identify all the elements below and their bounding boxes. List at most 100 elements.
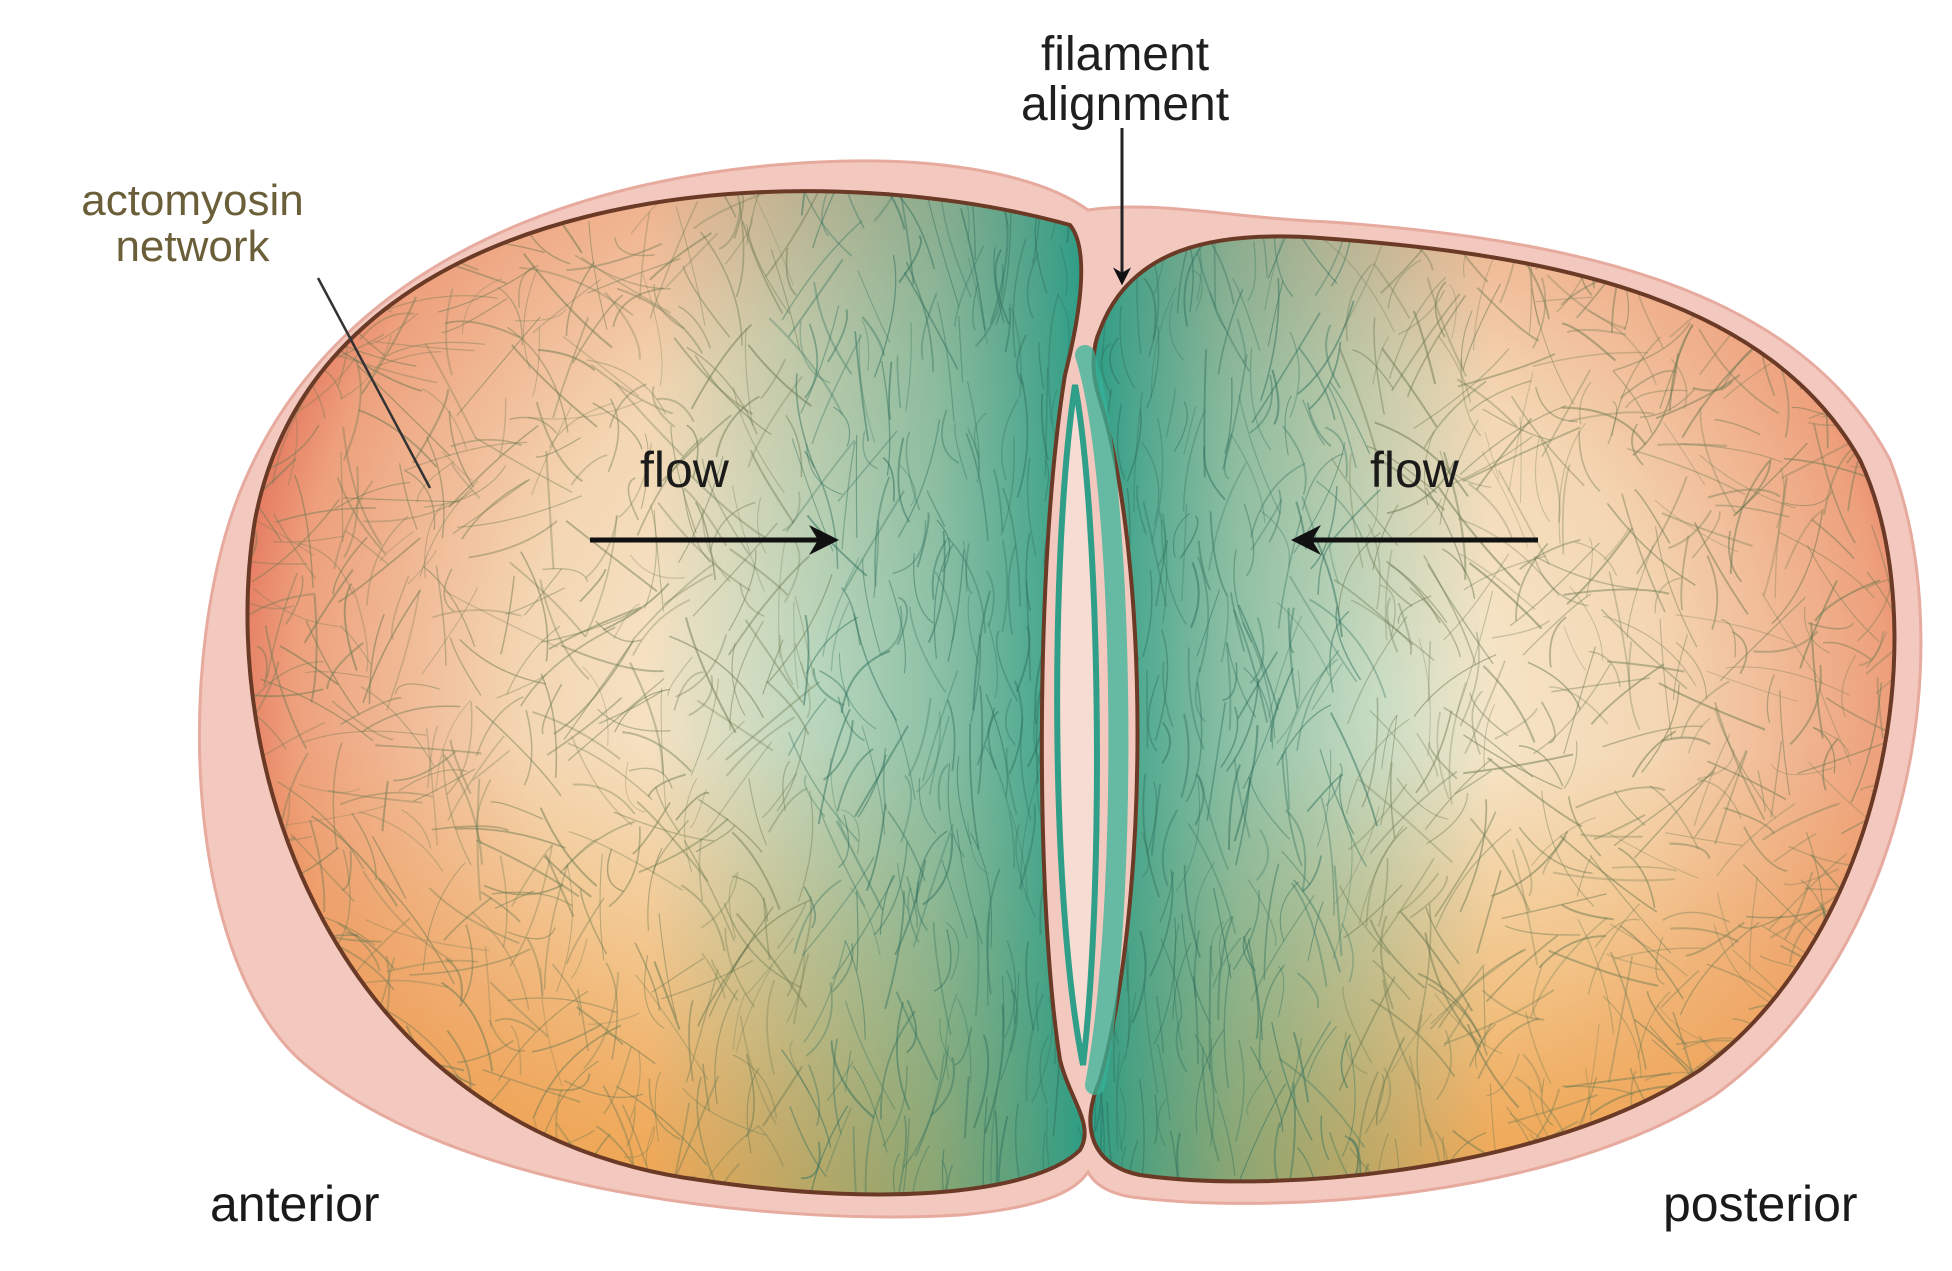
actin-filament	[1435, 828, 1512, 928]
actin-filament	[1396, 777, 1449, 820]
actin-filament	[1143, 983, 1159, 1094]
actin-filament	[1264, 236, 1306, 311]
actin-filament	[905, 322, 912, 412]
actin-filament	[457, 1039, 514, 1064]
actin-filament	[838, 814, 850, 868]
actin-filament	[735, 912, 808, 1008]
actin-filament	[1116, 403, 1126, 480]
actin-filament	[1194, 773, 1205, 826]
actin-filament	[1375, 1036, 1406, 1126]
actin-filament	[303, 569, 354, 644]
actin-filament	[1443, 1003, 1470, 1047]
actin-filament	[965, 543, 973, 595]
actin-filament	[674, 1102, 690, 1176]
actin-filament	[1325, 762, 1343, 807]
actin-filament	[1187, 822, 1237, 935]
actin-filament	[1762, 476, 1789, 596]
actin-filament	[966, 381, 980, 470]
actin-filament	[514, 308, 567, 322]
actin-filament	[804, 323, 819, 399]
actin-filament	[1613, 771, 1716, 847]
actin-filament	[813, 281, 853, 375]
actin-filament	[794, 595, 814, 677]
actin-filament	[336, 477, 387, 555]
actin-filament	[1293, 879, 1341, 973]
actin-filament	[247, 688, 324, 698]
actin-filament	[909, 606, 947, 693]
actin-filament	[856, 890, 859, 971]
actin-filament	[597, 708, 671, 732]
actin-filament	[351, 586, 369, 672]
actin-filament	[1380, 236, 1442, 294]
actin-filament	[1779, 532, 1875, 599]
actin-filament	[1100, 342, 1113, 397]
actin-filament	[344, 530, 389, 565]
actin-filament	[422, 862, 466, 971]
actin-filament	[632, 598, 691, 656]
actin-filament	[669, 191, 737, 218]
actin-filament	[351, 812, 377, 881]
actin-filament	[1210, 1038, 1218, 1094]
actin-filament	[545, 450, 555, 570]
actin-filament	[680, 884, 726, 952]
actin-filament	[1328, 1132, 1374, 1182]
actin-filament	[539, 807, 598, 887]
actin-filament	[247, 552, 308, 565]
actin-filament	[1577, 918, 1614, 1035]
actin-filament	[1625, 389, 1688, 409]
actin-filament	[360, 686, 435, 767]
actin-filament	[782, 491, 801, 532]
actin-filament	[1795, 1071, 1835, 1091]
actin-filament	[579, 568, 607, 603]
actin-filament	[1276, 601, 1330, 677]
actin-filament	[1143, 277, 1157, 341]
actin-filament	[841, 441, 856, 550]
actin-filament	[582, 666, 609, 746]
actin-filament	[896, 193, 936, 270]
actin-filament	[812, 191, 852, 249]
actin-filament	[1564, 1072, 1672, 1089]
actin-filament	[612, 287, 665, 328]
actin-filament	[1004, 940, 1017, 1039]
actin-filament	[1767, 240, 1859, 270]
actin-filament	[1660, 970, 1700, 1008]
actin-filament	[647, 847, 663, 931]
actin-filament	[1176, 1132, 1182, 1182]
actin-filament	[252, 1103, 272, 1177]
actin-filament	[604, 291, 641, 360]
actin-filament	[1568, 411, 1655, 422]
actin-filament	[1284, 751, 1290, 810]
actin-filament	[424, 191, 459, 210]
actin-filament	[550, 191, 591, 197]
actin-filament	[1352, 349, 1394, 389]
actin-filament	[509, 416, 558, 434]
actin-filament	[1292, 1031, 1310, 1103]
actin-filament	[247, 261, 277, 350]
actin-filament	[1183, 406, 1197, 455]
actin-filament	[845, 1050, 852, 1094]
actin-filament	[970, 832, 993, 948]
actin-filament	[735, 195, 745, 298]
actin-filament	[692, 522, 778, 617]
actin-filament	[1276, 704, 1332, 766]
actin-filament	[763, 897, 771, 960]
actin-filament	[1458, 552, 1536, 611]
actin-filament	[749, 449, 795, 524]
actin-filament	[783, 538, 801, 603]
actin-filament	[1372, 262, 1411, 319]
actin-filament	[1654, 526, 1698, 648]
actin-filament	[1497, 469, 1551, 565]
actin-filament	[1234, 777, 1251, 866]
actin-filament	[1150, 286, 1178, 399]
actin-filament	[1438, 948, 1527, 1029]
actin-filament	[435, 700, 471, 792]
actin-filament	[1668, 324, 1694, 412]
actin-filament	[461, 278, 503, 335]
actin-filament	[1528, 264, 1532, 334]
actin-filament	[1814, 247, 1857, 262]
actin-filament	[1434, 811, 1497, 918]
actin-filament	[1390, 293, 1461, 392]
actin-filament	[956, 828, 983, 945]
actin-filament	[342, 466, 359, 559]
